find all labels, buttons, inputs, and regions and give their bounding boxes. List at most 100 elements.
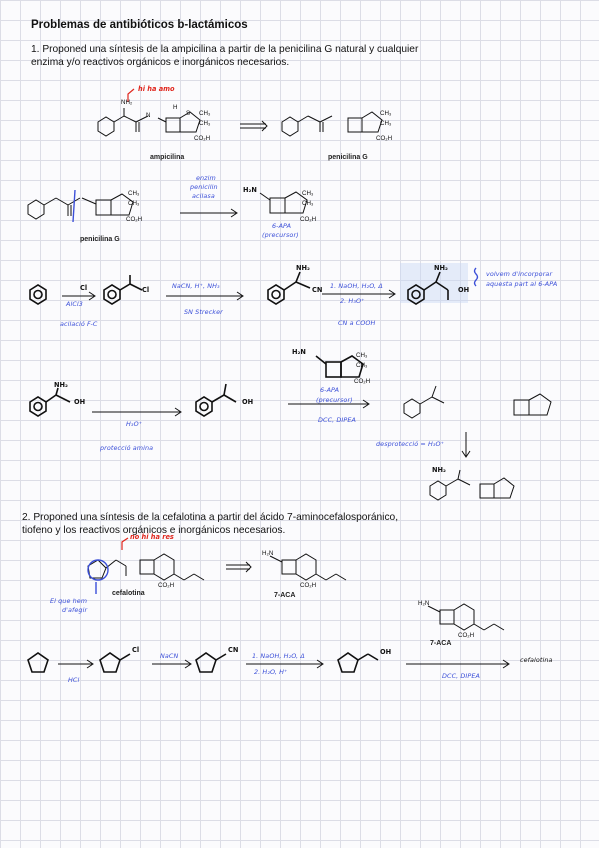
note-el-que-hem: El que hem xyxy=(50,597,88,605)
aca-structure-1 xyxy=(269,553,347,581)
cn-label: CN xyxy=(312,286,323,294)
s-label: S xyxy=(186,110,191,117)
thiophene-1 xyxy=(27,652,49,673)
h2n-label-3: H₂N xyxy=(262,550,274,557)
note-desproteccio: desprotecció = H₃O⁺ xyxy=(376,440,445,448)
cn-label-2: CN xyxy=(228,646,239,654)
benzene-1 xyxy=(29,284,47,305)
penicilina-g-label-1: penicilina G xyxy=(328,154,368,161)
aminoacid-2 xyxy=(29,387,71,417)
note-penicilin: penicilin xyxy=(190,183,218,191)
aminonitrile xyxy=(267,271,311,305)
protected-ampicilina xyxy=(403,385,552,419)
note-enzim: enzim xyxy=(196,174,216,182)
note-hi-ha-amo: hi ha amo xyxy=(138,85,175,93)
note-hyd-b: 2. H₂O, H⁺ xyxy=(254,668,288,676)
ampicilina-final xyxy=(429,469,515,501)
ampicilina-structure xyxy=(97,108,201,137)
oh-label-4: OH xyxy=(380,648,392,656)
note-6-apa-2: 6-APA xyxy=(320,386,340,394)
note-precursor-1: (precursor) xyxy=(262,231,299,239)
nh2-label-2: NH₂ xyxy=(296,264,310,272)
aca-structure-2 xyxy=(427,603,505,631)
co2h-label: CO₂H xyxy=(194,135,211,142)
note-h3o: H₃O⁺ xyxy=(126,420,143,428)
aminoacid xyxy=(407,271,449,305)
penicilina-g-structure-2 xyxy=(27,189,134,223)
note-d-afegir: d'afegir xyxy=(62,606,88,614)
note-sn-strecker: SN Strecker xyxy=(184,308,223,316)
cl-label-2: Cl xyxy=(132,646,140,654)
protected-aminoacid xyxy=(195,383,237,417)
note-hcl: HCl xyxy=(68,676,80,684)
ch3-label-9: CH₃ xyxy=(356,352,368,359)
ch3-label: CH₃ xyxy=(199,110,211,117)
thiophene-acetonitrile xyxy=(195,652,227,673)
curly-brace xyxy=(473,267,479,287)
oh-label-2: OH xyxy=(74,398,86,406)
ch3-label-3: CH₃ xyxy=(380,110,392,117)
note-acilasa: acilasa xyxy=(192,192,215,200)
note-precursor-2: (precursor) xyxy=(316,396,353,404)
question-1-line-2: enzima y/o reactivos orgánicos e inorgán… xyxy=(31,57,290,68)
note-nacn: NaCN xyxy=(160,652,179,660)
cefalotina-label: cefalotina xyxy=(112,590,145,597)
red-arrow-2 xyxy=(121,537,129,550)
note-nacn-nh3: NaCN, H⁺, NH₃ xyxy=(172,282,220,290)
aca-label-2: 7-ACA xyxy=(430,640,452,647)
aca-label-1: 7-ACA xyxy=(274,592,296,599)
ch3-label-5: CH₃ xyxy=(128,190,140,197)
aryl-ketone xyxy=(103,275,143,305)
apa-structure-1 xyxy=(259,191,308,214)
cl-ketone-label: Cl xyxy=(142,286,150,294)
co2h-label-5: CO₂H xyxy=(354,378,371,385)
ch3-label-10: CH₃ xyxy=(356,362,368,369)
thiophene-acetic-acid xyxy=(337,652,379,673)
co2h-label-7: CO₂H xyxy=(158,582,175,589)
note-alcl3: AlCl3 xyxy=(66,300,83,308)
note-hyd-a: 1. NaOH, H₂O, Δ xyxy=(252,652,305,660)
ch3-label-2: CH₃ xyxy=(199,120,211,127)
co2h-label-8: CO₂H xyxy=(458,632,475,639)
co2h-label-3: CO₂H xyxy=(126,216,143,223)
h2n-label-4: H₂N xyxy=(418,600,430,607)
co2h-label-2: CO₂H xyxy=(376,135,393,142)
question-2-line-2: tiofeno y los reactivos orgánicos e inor… xyxy=(22,525,286,536)
note-cefalotina-final: cefalotina xyxy=(520,656,553,664)
nh2-label-5: NH₂ xyxy=(432,466,446,474)
h2n-label-2: H₂N xyxy=(292,348,306,356)
question-2-line-1: 2. Proponed una síntesis de la cefalotin… xyxy=(22,512,399,523)
note-cn-cooh: CN a COOH xyxy=(338,319,376,327)
nh2-label-3: NH₂ xyxy=(434,264,448,272)
penicilina-g-label-2: penicilina G xyxy=(80,236,120,243)
ch3-label-4: CH₃ xyxy=(380,120,392,127)
ch3-label-8: CH₃ xyxy=(302,200,314,207)
note-no-hi-ha-res: no hi ha res xyxy=(130,533,174,541)
note-6-apa-1: 6-APA xyxy=(272,222,292,230)
nh2-label: NH₂ xyxy=(121,99,133,106)
note-proteccio: protecció amina xyxy=(100,444,154,452)
note-box-2: aquesta part al 6-APA xyxy=(486,280,558,288)
ch3-label-6: CH₃ xyxy=(128,200,140,207)
page-title: Problemas de antibióticos b-lactámicos xyxy=(31,19,248,31)
red-arrow-1 xyxy=(127,88,135,102)
h-label: H xyxy=(173,104,178,111)
ampicilina-label: ampicilina xyxy=(150,154,185,161)
amide-nh: N xyxy=(146,112,151,119)
h2n-label-1: H₂N xyxy=(243,186,257,194)
note-dcc-2: DCC, DIPEA xyxy=(442,672,480,680)
note-hydrolysis-2: 2. H₃O⁺ xyxy=(340,297,365,305)
apa-structure-2 xyxy=(315,355,364,378)
co2h-label-4: CO₂H xyxy=(300,216,317,223)
ch3-label-7: CH₃ xyxy=(302,190,314,197)
co2h-label-6: CO₂H xyxy=(300,582,317,589)
note-dcc-1: DCC, DIPEA xyxy=(318,416,356,424)
penicilina-g-structure-1 xyxy=(281,111,383,137)
question-1-line-1: 1. Proponed una síntesis de la ampicilin… xyxy=(31,44,419,55)
note-acilacio: acilació F-C xyxy=(60,320,98,328)
nh2-label-4: NH₂ xyxy=(54,381,68,389)
note-box-1: volvem d'incorporar xyxy=(486,270,553,278)
note-hydrolysis-1: 1. NaOH, H₂O, Δ xyxy=(330,282,383,290)
cl-label: Cl xyxy=(80,284,88,292)
